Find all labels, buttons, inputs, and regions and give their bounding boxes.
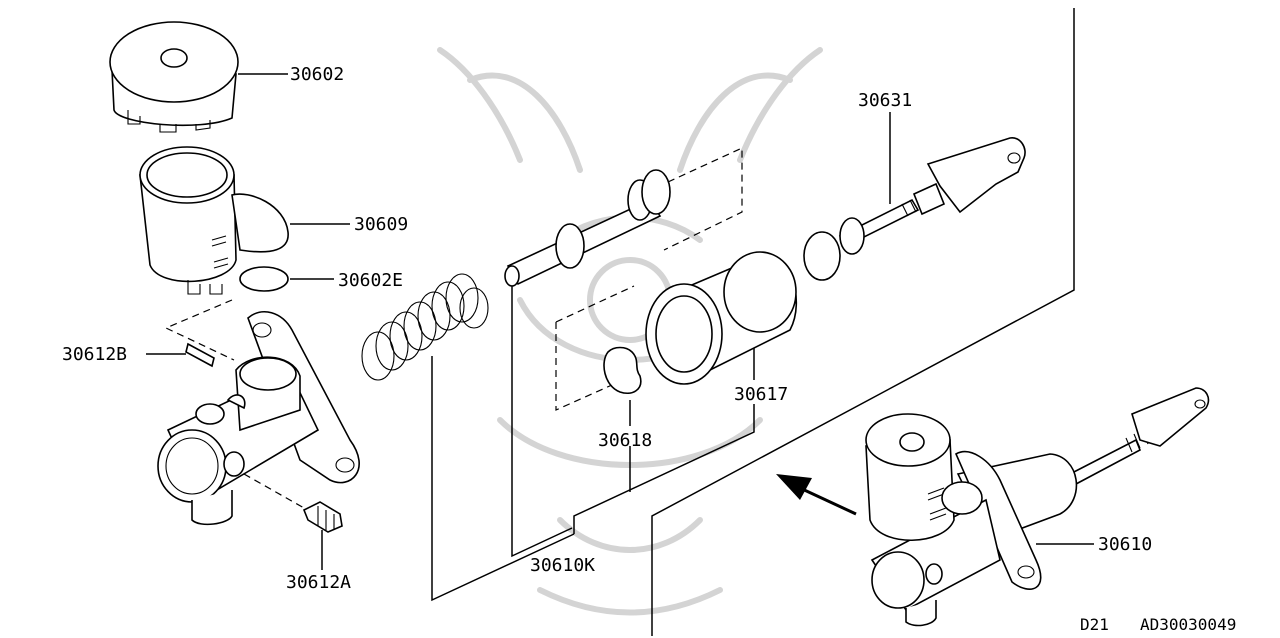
part-return-spring[interactable] bbox=[361, 273, 489, 381]
part-30609-reservoir-tank[interactable] bbox=[139, 146, 289, 295]
section-divider bbox=[651, 8, 1075, 636]
label-30609: 30609 bbox=[354, 214, 408, 235]
label-30631: 30631 bbox=[858, 90, 912, 111]
part-piston-plunger[interactable] bbox=[504, 169, 671, 287]
part-30602E-seal[interactable] bbox=[239, 266, 289, 292]
label-30612A: 30612A bbox=[286, 572, 351, 593]
plunger-guide-line bbox=[663, 147, 743, 251]
label-30612B: 30612B bbox=[62, 344, 127, 365]
part-30612B-pin[interactable] bbox=[185, 342, 215, 368]
bleeder-guide-line bbox=[243, 473, 305, 509]
part-30617-piston-cup[interactable] bbox=[645, 251, 798, 385]
kit-30610K-bracket bbox=[431, 286, 755, 602]
label-30602: 30602 bbox=[290, 64, 344, 85]
kit-guide-box bbox=[555, 285, 635, 411]
part-30610-clutch-master-cylinder-assembly[interactable] bbox=[865, 387, 1210, 627]
footer-model: D21 bbox=[1080, 615, 1109, 634]
part-30631-push-rod[interactable] bbox=[803, 137, 1026, 281]
footer-diagram-code: AD30030049 bbox=[1140, 615, 1236, 634]
assembly-guide-line bbox=[164, 299, 235, 361]
label-30618: 30618 bbox=[598, 430, 652, 451]
label-30617: 30617 bbox=[734, 384, 788, 405]
part-master-cylinder-body[interactable] bbox=[157, 310, 360, 526]
part-30618-snap-ring[interactable] bbox=[603, 346, 642, 394]
label-30602E: 30602E bbox=[338, 270, 403, 291]
label-30610K: 30610K bbox=[530, 555, 595, 576]
label-30610: 30610 bbox=[1098, 534, 1152, 555]
part-30602-reservoir-cap[interactable] bbox=[109, 21, 239, 133]
assembly-arrow bbox=[776, 474, 857, 516]
part-30612A-bleeder-screw[interactable] bbox=[302, 501, 343, 533]
